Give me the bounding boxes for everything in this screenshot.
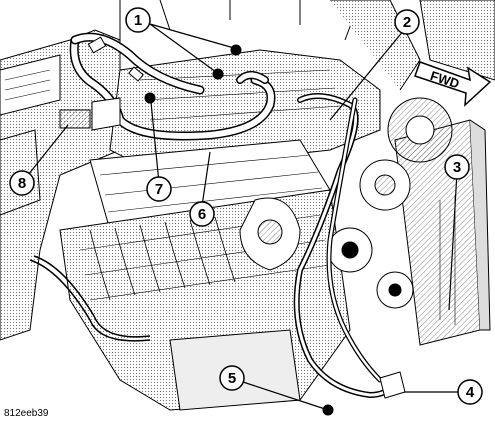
leader-8 [23, 124, 69, 181]
fittings [59, 36, 406, 416]
fwd-label: FWD [428, 68, 461, 91]
callout-7-label: 7 [155, 181, 163, 198]
leader-3 [448, 171, 458, 311]
leader-2 [329, 29, 405, 121]
leader-1a [149, 23, 235, 49]
leader-1b [149, 23, 217, 73]
callout-5-label: 5 [228, 370, 236, 387]
callout-7: 7 [146, 176, 172, 202]
callout-5: 5 [219, 365, 245, 391]
leader-lines [23, 23, 461, 410]
body-panels [0, 0, 495, 341]
callout-6: 6 [189, 201, 215, 227]
figure-code: 812eeb39 [4, 408, 49, 419]
callout-8-label: 8 [18, 175, 26, 192]
lower-lines [29, 255, 151, 342]
callouts: 1 2 3 4 5 6 7 8 [9, 7, 483, 405]
callout-3-label: 3 [453, 159, 461, 176]
callout-2-label: 2 [403, 14, 411, 31]
callout-2: 2 [394, 9, 420, 35]
leader-7 [150, 101, 160, 184]
callout-1-label: 1 [134, 12, 142, 29]
leader-5 [239, 380, 326, 410]
leader-6 [201, 151, 211, 207]
callout-8: 8 [9, 170, 35, 196]
front-accessories [239, 97, 453, 309]
callout-3: 3 [444, 154, 470, 180]
hoses [69, 32, 398, 398]
callout-4: 4 [457, 379, 483, 405]
callout-6-label: 6 [198, 206, 206, 223]
callout-4-label: 4 [466, 384, 475, 401]
callout-1: 1 [125, 7, 151, 33]
